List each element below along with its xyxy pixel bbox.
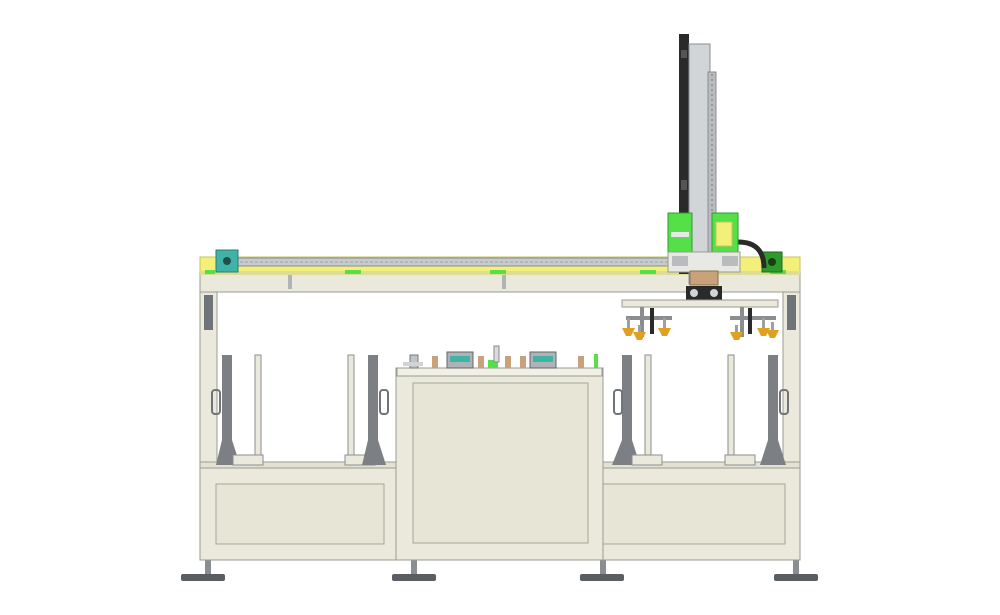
motor-block-icon [215, 249, 239, 273]
suction-cup-icon [730, 325, 743, 340]
left-bay-guides [211, 354, 389, 466]
vacuum-gripper-icon [686, 286, 722, 300]
suction-cup-icon [766, 322, 779, 338]
center-cabinet [395, 367, 604, 561]
leveling-feet [181, 560, 818, 581]
right-bay-guides [612, 354, 789, 466]
suction-cup-icon [633, 325, 646, 340]
motor-block-icon [761, 251, 783, 273]
z-axis-black-rail [679, 34, 689, 274]
suction-cup-icon [622, 318, 635, 336]
foot-icon [774, 560, 818, 581]
carriage [667, 212, 741, 300]
foot-icon [580, 560, 624, 581]
foot-icon [181, 560, 225, 581]
top-beam [199, 239, 801, 293]
suction-cup-icon [658, 318, 671, 336]
center-cabinet-door [412, 382, 589, 544]
center-table-fixtures [403, 345, 598, 369]
gripper-arm [621, 299, 779, 340]
foot-icon [392, 560, 436, 581]
